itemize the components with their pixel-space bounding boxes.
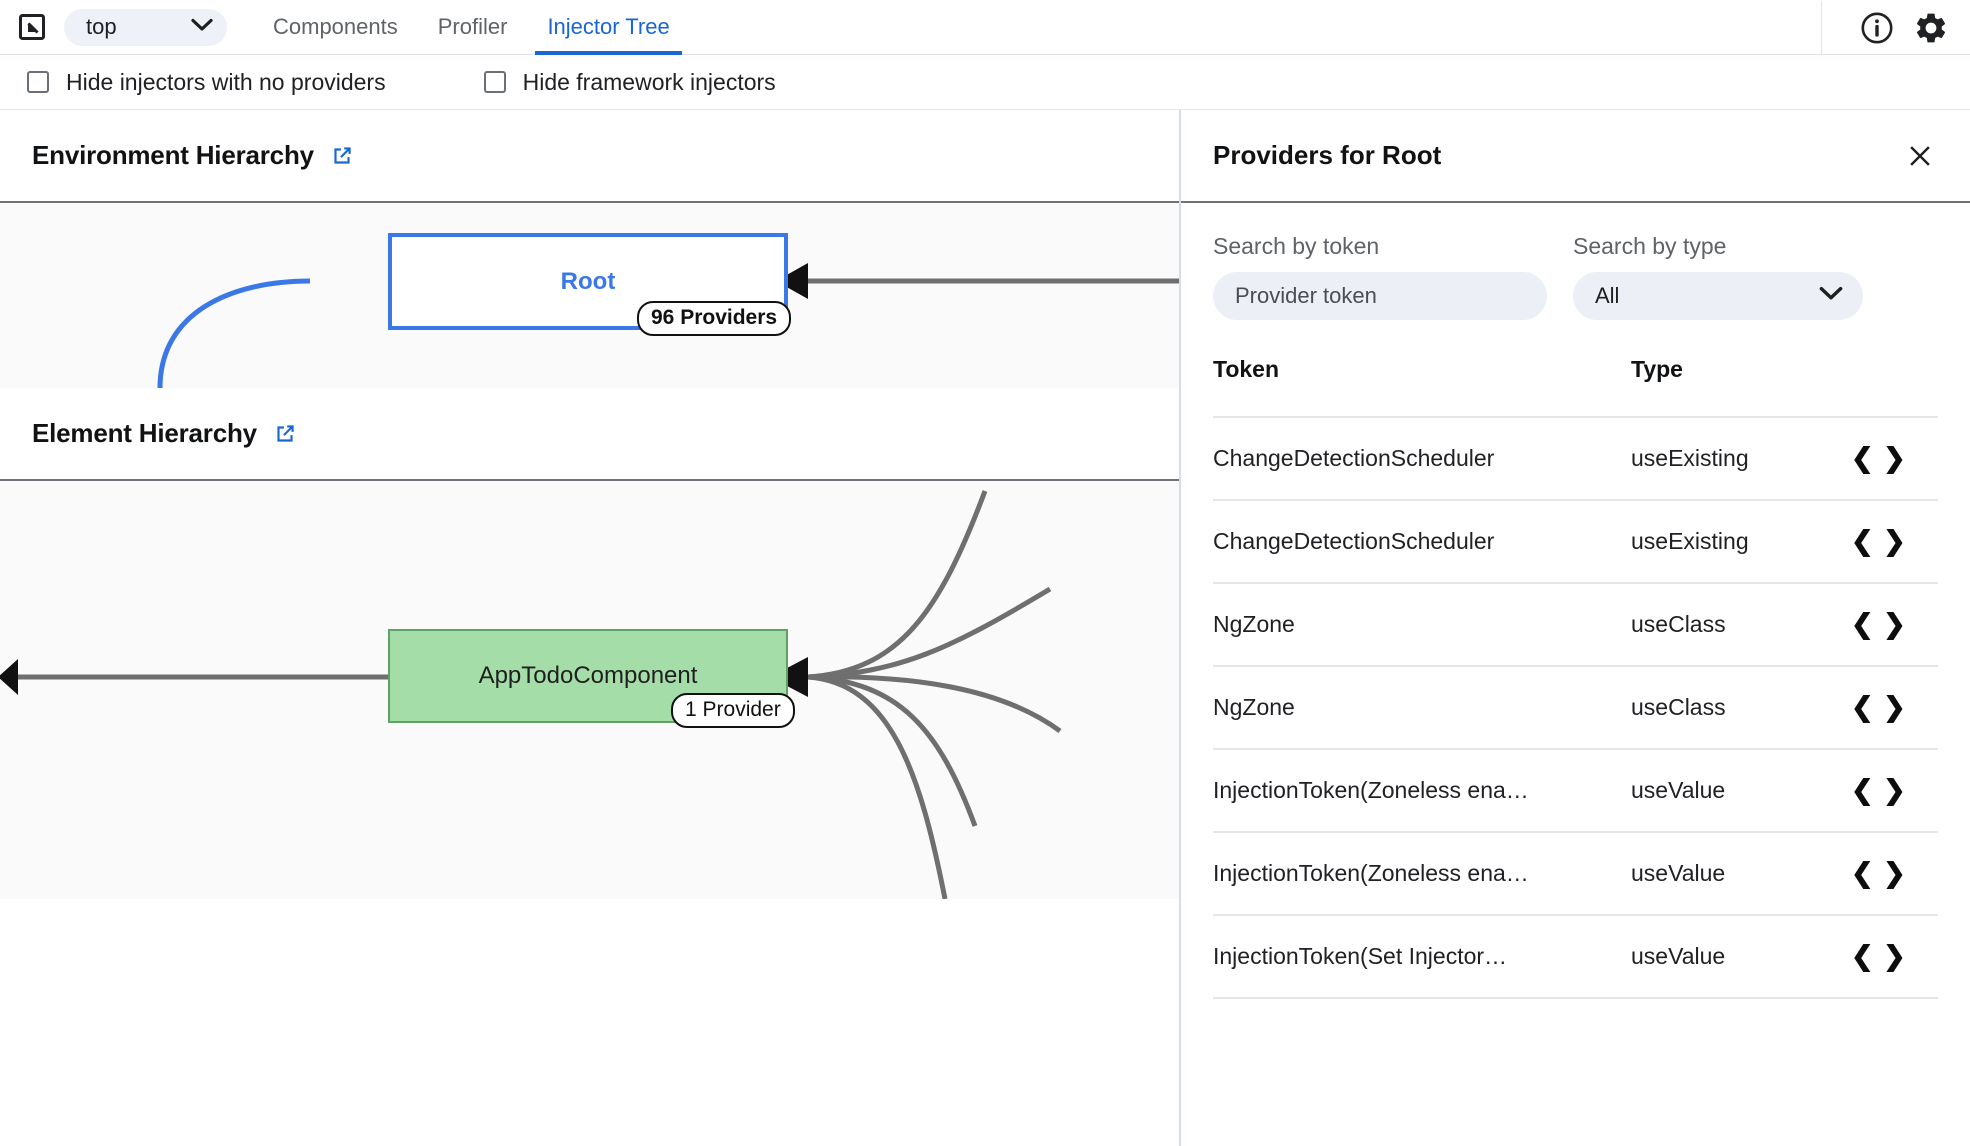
cell-actions: ❮ ❯ (1851, 694, 1938, 721)
environment-hierarchy-title: Environment Hierarchy (32, 140, 314, 170)
filter-hide-injectors-no-providers[interactable]: Hide injectors with no providers (27, 69, 386, 96)
code-icon[interactable]: ❮ ❯ (1851, 775, 1907, 805)
toolbar-actions (1821, 0, 1970, 56)
cell-type: useValue (1631, 860, 1726, 886)
search-type-value: All (1595, 283, 1620, 308)
search-by-token-label: Search by token (1213, 233, 1380, 259)
search-token-placeholder: Provider token (1235, 283, 1377, 308)
column-header-token: Token (1213, 356, 1280, 382)
table-header-row: Token Type (1213, 356, 1938, 418)
cell-actions: ❮ ❯ (1851, 777, 1938, 804)
injector-node-label: Root (560, 267, 616, 295)
chevron-down-icon (1819, 286, 1843, 306)
table-row[interactable]: InjectionToken(Zoneless ena… useValue ❮ … (1213, 750, 1938, 833)
frame-selector[interactable]: top (64, 8, 227, 46)
column-header-token-cell: Token (1213, 356, 1631, 383)
cell-token: ChangeDetectionScheduler (1213, 528, 1495, 554)
cell-actions: ❮ ❯ (1851, 611, 1938, 638)
code-icon[interactable]: ❮ ❯ (1851, 941, 1907, 971)
element-hierarchy-graph[interactable]: AppTodoComponent 1 Provider (0, 481, 1179, 899)
cell-actions: ❮ ❯ (1851, 528, 1938, 555)
cell-type: useClass (1631, 694, 1726, 720)
cell-actions: ❮ ❯ (1851, 860, 1938, 887)
cell-actions: ❮ ❯ (1851, 943, 1938, 970)
gear-icon[interactable] (1908, 5, 1954, 51)
code-icon[interactable]: ❮ ❯ (1851, 526, 1907, 556)
cell-token: InjectionToken(Set Injector… (1213, 943, 1508, 969)
filter-bar: Hide injectors with no providers Hide fr… (0, 55, 1970, 110)
close-icon[interactable] (1900, 136, 1940, 176)
table-row[interactable]: ChangeDetectionScheduler useExisting ❮ ❯ (1213, 501, 1938, 584)
providers-search-row: Search by token Provider token Search by… (1181, 203, 1970, 320)
search-by-type-group: Search by type All (1573, 233, 1863, 320)
cell-actions: ❮ ❯ (1851, 445, 1938, 472)
environment-hierarchy-graph[interactable]: Root 96 Providers (0, 203, 1179, 388)
cell-token: NgZone (1213, 611, 1295, 637)
tab-profiler[interactable]: Profiler (437, 14, 508, 39)
injector-tree-pane: Environment Hierarchy Root 96 Providers (0, 110, 1181, 1146)
chevron-down-icon (191, 18, 213, 37)
search-by-token-group: Search by token Provider token (1213, 233, 1547, 320)
checkbox-hide-framework-injectors[interactable] (483, 71, 506, 93)
cell-type: useExisting (1631, 445, 1749, 471)
cell-type: useValue (1631, 777, 1726, 803)
search-token-input[interactable]: Provider token (1213, 272, 1547, 320)
list-fade-overlay (1181, 1084, 1970, 1146)
providers-table: Token Type ChangeDetectionScheduler useE… (1181, 356, 1970, 999)
cell-token: InjectionToken(Zoneless ena… (1213, 777, 1529, 803)
cell-type: useValue (1631, 943, 1726, 969)
search-type-select[interactable]: All (1573, 272, 1863, 320)
providers-panel: Providers for Root Search by token Provi… (1181, 110, 1970, 1146)
filter-hide-framework-injectors[interactable]: Hide framework injectors (483, 68, 776, 96)
inspect-element-icon[interactable] (17, 12, 47, 42)
cell-token: ChangeDetectionScheduler (1213, 445, 1495, 471)
checkbox-hide-injectors-no-providers[interactable] (27, 71, 49, 93)
search-by-type-label: Search by type (1573, 233, 1727, 259)
info-icon[interactable] (1854, 5, 1900, 51)
injector-node-label: AppTodoComponent (478, 662, 698, 689)
providers-panel-title: Providers for Root (1213, 140, 1442, 170)
main-tabs: Components Profiler Injector Tree (253, 0, 690, 55)
code-icon[interactable]: ❮ ❯ (1851, 692, 1907, 722)
providers-panel-header: Providers for Root (1181, 110, 1970, 203)
column-header-type-cell: Type (1631, 356, 1851, 383)
element-hierarchy-title: Element Hierarchy (32, 418, 257, 448)
main-content: Environment Hierarchy Root 96 Providers (0, 110, 1970, 1146)
column-header-type: Type (1631, 356, 1683, 382)
top-toolbar: top Components Profiler Injector Tree (0, 0, 1970, 56)
tab-components[interactable]: Components (273, 14, 398, 39)
root-provider-count-badge[interactable]: 96 Providers (637, 301, 792, 336)
cell-token: NgZone (1213, 694, 1295, 720)
cell-type: useExisting (1631, 528, 1749, 554)
filter-label: Hide injectors with no providers (66, 68, 386, 95)
environment-hierarchy-header: Environment Hierarchy (0, 110, 1179, 203)
table-row[interactable]: ChangeDetectionScheduler useExisting ❮ ❯ (1213, 418, 1938, 501)
injector-node-root[interactable]: Root (388, 233, 788, 330)
cell-type: useClass (1631, 611, 1726, 637)
table-row[interactable]: InjectionToken(Zoneless ena… useValue ❮ … (1213, 833, 1938, 916)
code-icon[interactable]: ❮ ❯ (1851, 443, 1907, 473)
code-icon[interactable]: ❮ ❯ (1851, 858, 1907, 888)
filter-label: Hide framework injectors (522, 68, 776, 95)
open-in-new-icon[interactable] (329, 143, 355, 169)
code-icon[interactable]: ❮ ❯ (1851, 609, 1907, 639)
open-in-new-icon[interactable] (272, 421, 298, 447)
cell-token: InjectionToken(Zoneless ena… (1213, 860, 1529, 886)
component-provider-count-badge[interactable]: 1 Provider (671, 693, 795, 728)
frame-selector-value: top (86, 14, 117, 39)
tab-injector-tree[interactable]: Injector Tree (527, 0, 689, 55)
table-row[interactable]: NgZone useClass ❮ ❯ (1213, 584, 1938, 667)
table-row[interactable]: InjectionToken(Set Injector… useValue ❮ … (1213, 916, 1938, 999)
element-hierarchy-header: Element Hierarchy (0, 388, 1179, 481)
table-row[interactable]: NgZone useClass ❮ ❯ (1213, 667, 1938, 750)
